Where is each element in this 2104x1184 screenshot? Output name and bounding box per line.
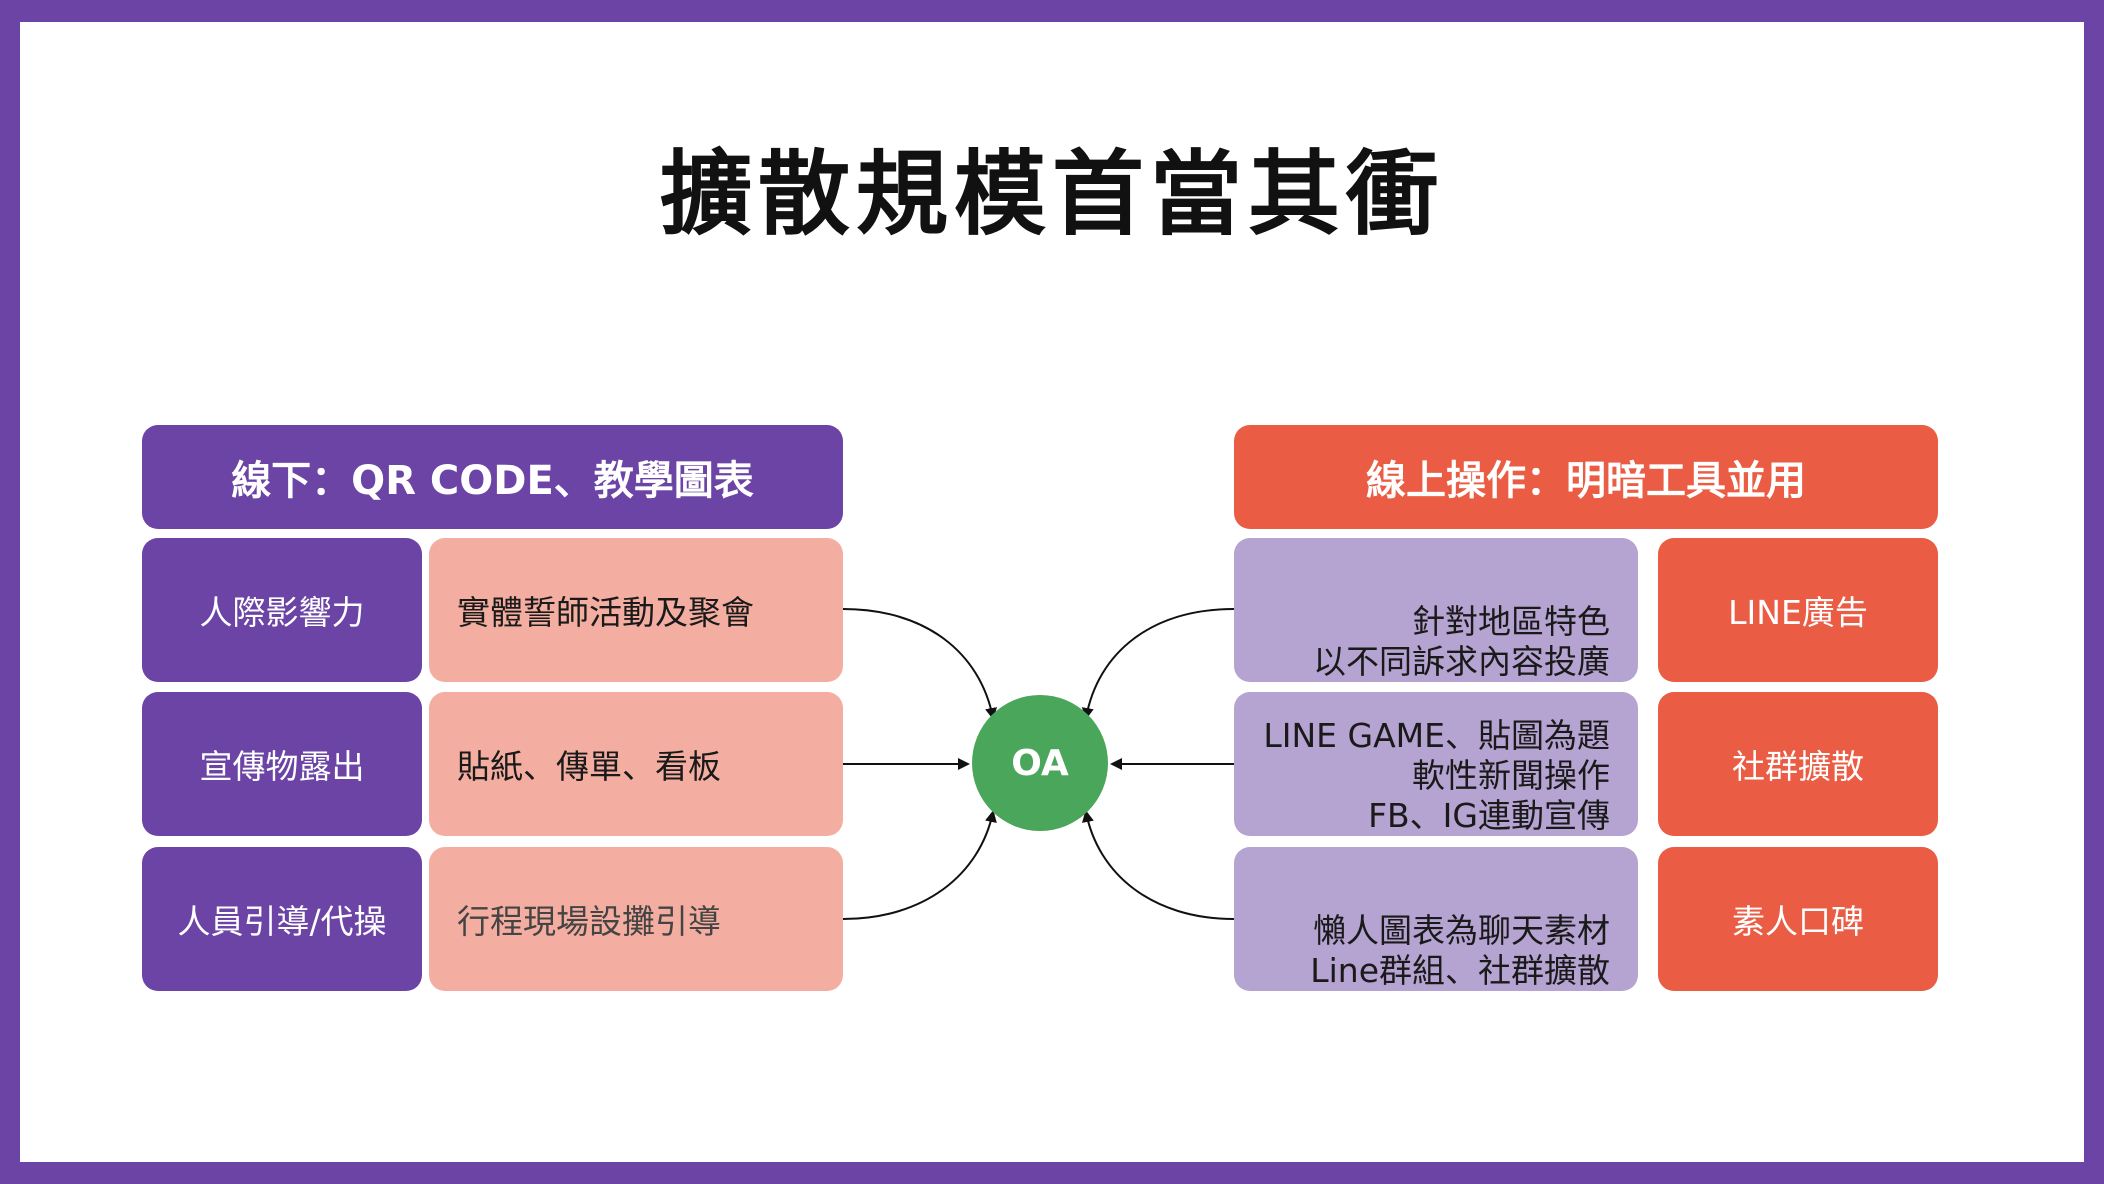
- online-description-2: LINE GAME、貼圖為題 軟性新聞操作 FB、IG連動宣傳: [1234, 692, 1638, 836]
- online-description-1-line-2: 以不同訴求內容投廣: [1313, 642, 1610, 681]
- arrow-online-3: [1082, 810, 1235, 920]
- online-category-2: 社群擴散: [1658, 692, 1938, 836]
- offline-category-2: 宣傳物露出: [142, 692, 422, 836]
- connector-arrows: [842, 608, 1235, 920]
- arrow-offline-3: [842, 810, 997, 920]
- offline-description-2: 貼紙、傳單、看板: [429, 692, 843, 836]
- offline-description-1: 實體誓師活動及聚會: [429, 538, 843, 682]
- offline-category-3: 人員引導/代操: [142, 847, 422, 991]
- oa-node: OA: [972, 695, 1108, 831]
- online-description-3-line-2: Line群組、社群擴散: [1310, 951, 1610, 990]
- online-description-2-line-2: 軟性新聞操作: [1412, 756, 1610, 795]
- online-category-3: 素人口碑: [1658, 847, 1938, 991]
- arrow-offline-1: [842, 608, 997, 720]
- online-description-3: 懶人圖表為聊天素材 Line群組、社群擴散: [1234, 847, 1638, 991]
- online-description-1: 針對地區特色 以不同訴求內容投廣: [1234, 538, 1638, 682]
- online-description-1-line-1: 針對地區特色: [1412, 602, 1610, 641]
- page-title: 擴散規模首當其衝: [659, 141, 1444, 248]
- online-description-2-line-3: FB、IG連動宣傳: [1368, 796, 1610, 835]
- offline-category-1: 人際影響力: [142, 538, 422, 682]
- slide: 擴散規模首當其衝 線下：QR CODE、教學圖表 人際影響力 實體誓師活動及聚會…: [20, 22, 2084, 1162]
- online-category-1: LINE廣告: [1658, 538, 1938, 682]
- arrow-online-1: [1081, 608, 1235, 720]
- online-header: 線上操作：明暗工具並用: [1234, 425, 1938, 529]
- offline-description-3: 行程現場設攤引導: [429, 847, 843, 991]
- offline-header: 線下：QR CODE、教學圖表: [142, 425, 843, 529]
- online-description-2-line-1: LINE GAME、貼圖為題: [1263, 716, 1610, 755]
- online-description-3-line-1: 懶人圖表為聊天素材: [1313, 911, 1610, 950]
